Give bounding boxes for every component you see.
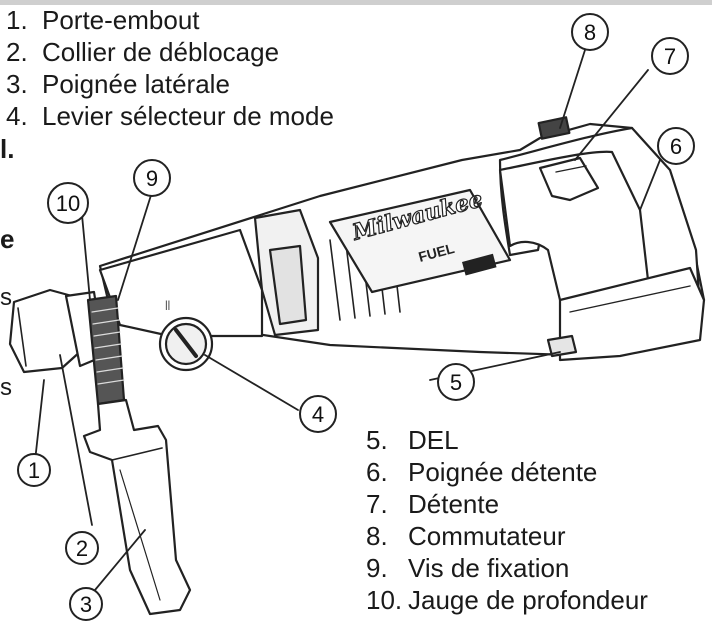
callout-number: 5 <box>450 370 462 395</box>
legend-item: 2. Collier de déblocage <box>6 36 334 68</box>
clipped-text-fragment: e <box>0 224 15 254</box>
callout-circle <box>133 159 171 197</box>
callout-circle <box>437 363 475 401</box>
callout-number: 2 <box>76 536 88 561</box>
legend-item: 5. DEL <box>366 424 648 456</box>
callout-number: 3 <box>80 592 92 617</box>
model-badge <box>462 253 497 276</box>
callout-numbers: 1 2 3 4 5 6 7 8 9 10 <box>28 20 682 617</box>
legend-number: 6. <box>366 457 388 487</box>
legend-number: 7. <box>366 489 388 519</box>
legend-number: 4. <box>6 101 28 131</box>
legend-number: 1. <box>6 5 28 35</box>
legend-item: 7. Détente <box>366 488 648 520</box>
legend-label: Détente <box>408 489 500 519</box>
callout-number: 4 <box>312 402 324 427</box>
legend-label: Poignée latérale <box>42 69 230 99</box>
legend-label: DEL <box>408 425 459 455</box>
legend-label: Vis de fixation <box>408 553 570 583</box>
clipped-text-fragment: l. <box>0 134 15 164</box>
side-handle <box>82 398 192 616</box>
callout-number: 10 <box>56 191 80 216</box>
legend-label: Levier sélecteur de mode <box>42 101 334 131</box>
callout-circle <box>47 182 89 224</box>
callout-number: 6 <box>670 134 682 159</box>
callout-circle <box>17 453 51 487</box>
callout-circle <box>657 127 695 165</box>
handle-opening <box>498 150 650 302</box>
legend-item: 4. Levier sélecteur de mode <box>6 100 334 132</box>
legend-number: 10. <box>366 585 403 615</box>
callout-number: 9 <box>146 166 158 191</box>
legend-label: Commutateur <box>408 521 566 551</box>
legend-left: 1. Porte-embout 2. Collier de déblocage 3.… <box>6 4 334 132</box>
legend-number: 9. <box>366 553 388 583</box>
legend-label: Jauge de profondeur <box>408 585 648 615</box>
bit-holder <box>8 288 84 374</box>
callout-number: 7 <box>664 44 676 69</box>
legend-label: Porte-embout <box>42 5 200 35</box>
legend-number: 8. <box>366 521 388 551</box>
callout-number: 8 <box>584 20 596 45</box>
svg-text:||: || <box>165 300 170 311</box>
callout-number: 1 <box>28 458 40 483</box>
legend-number: 3. <box>6 69 28 99</box>
clipped-text-fragment: s <box>0 374 12 401</box>
legend-item: 9. Vis de fixation <box>366 552 648 584</box>
callouts <box>17 13 695 621</box>
gear-housing <box>98 228 264 338</box>
legend-item: 3. Poignée latérale <box>6 68 334 100</box>
legend-item: 10.Jauge de profondeur <box>366 584 648 616</box>
led <box>546 334 578 358</box>
legend-label: Collier de déblocage <box>42 37 280 67</box>
legend-right: 5. DEL 6. Poignée détente 7. Détente 8. Comm… <box>366 424 648 616</box>
legend-label: Poignée détente <box>408 457 598 487</box>
legend-item: 8. Commutateur <box>366 520 648 552</box>
legend-item: 1. Porte-embout <box>6 4 334 36</box>
callout-circle <box>571 13 609 51</box>
callout-circle <box>651 37 689 75</box>
callout-circle <box>299 395 337 433</box>
clipped-text-fragment: s <box>0 284 12 311</box>
top-rule <box>0 0 712 5</box>
legend-item: 6. Poignée détente <box>366 456 648 488</box>
trigger <box>538 156 600 202</box>
legend-number: 5. <box>366 425 388 455</box>
callout-circle <box>65 531 99 565</box>
legend-number: 2. <box>6 37 28 67</box>
callout-circle <box>69 587 103 621</box>
